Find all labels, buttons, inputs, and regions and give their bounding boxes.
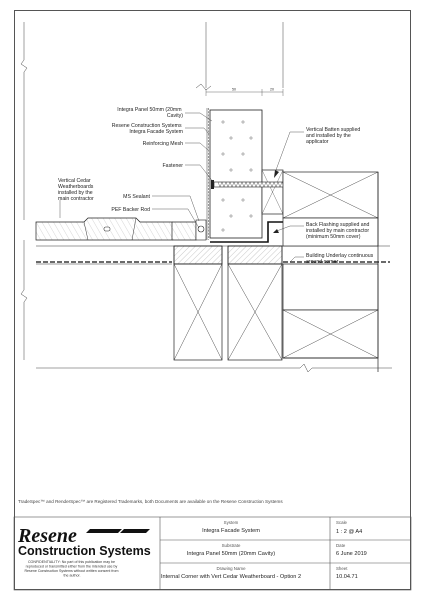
pef-backer-rod: [197, 225, 205, 233]
integra-panel: [209, 109, 263, 239]
substrate-value: Integra Panel 50mm (20mm Cavity): [187, 551, 275, 557]
label-resene-systems: Resene Construction Systems Integra Faca…: [112, 123, 183, 135]
logo-resene: Resene: [17, 525, 77, 547]
drawing-sheet-border: [14, 10, 411, 590]
logo-construction-systems: Construction Systems: [18, 544, 151, 558]
back-flashing: [210, 221, 283, 243]
date-value: 6 June 2019: [336, 551, 367, 557]
bottom-break: [36, 363, 392, 373]
scale-value: 1 : 2 @ A4: [336, 529, 362, 535]
confidentiality-note: CONFIDENTIALITY: No part of this publica…: [24, 560, 119, 578]
system-label: System: [224, 520, 239, 525]
sheet-label: Sheet: [336, 566, 348, 571]
drawing-name-label: Drawing Name: [216, 566, 246, 571]
dimension-line: [205, 89, 284, 96]
label-integra-panel: Integra Panel 50mm (20mm Cavity): [117, 107, 183, 119]
label-ms-sealant: MS Sealant: [123, 194, 150, 200]
leader-lines: [59, 112, 304, 263]
label-vertical-batten: Vertical Batten supplied and installed b…: [306, 127, 362, 145]
dimension-20: 20: [270, 88, 274, 92]
scale-label: Scale: [336, 520, 348, 525]
title-block: [13, 516, 412, 591]
sheet-value: 10.04.71: [336, 574, 358, 580]
right-framing: [282, 171, 379, 372]
date-label: Date: [336, 543, 346, 548]
label-vertical-cedar: Vertical Cedar Weatherboards installed b…: [58, 178, 95, 202]
logo-swoosh: [86, 529, 150, 533]
label-building-underlay: Building Underlay continuous around corn…: [306, 253, 375, 265]
dimension-50: 50: [232, 88, 236, 92]
label-fastener: Fastener: [163, 163, 184, 169]
trademark-note: TradeSpec™ and RenderSpec™ are Registere…: [18, 499, 283, 504]
label-pef-backer-rod: PEF Backer Rod: [111, 207, 150, 213]
system-value: Integra Facade System: [202, 528, 260, 534]
arrow-heads: [273, 170, 279, 233]
label-back-flashing: Back Flashing supplied and installed by …: [306, 222, 371, 240]
drawing-name-value: Internal Corner with Vert Cedar Weatherb…: [161, 574, 301, 580]
break-lines: [20, 22, 284, 360]
label-reinforcing-mesh: Reinforcing Mesh: [143, 141, 183, 147]
substrate-label: Substrate: [222, 543, 241, 548]
cedar-weatherboards: [35, 217, 197, 241]
panel-crosses: [221, 120, 253, 232]
stud-framing: [173, 245, 283, 361]
